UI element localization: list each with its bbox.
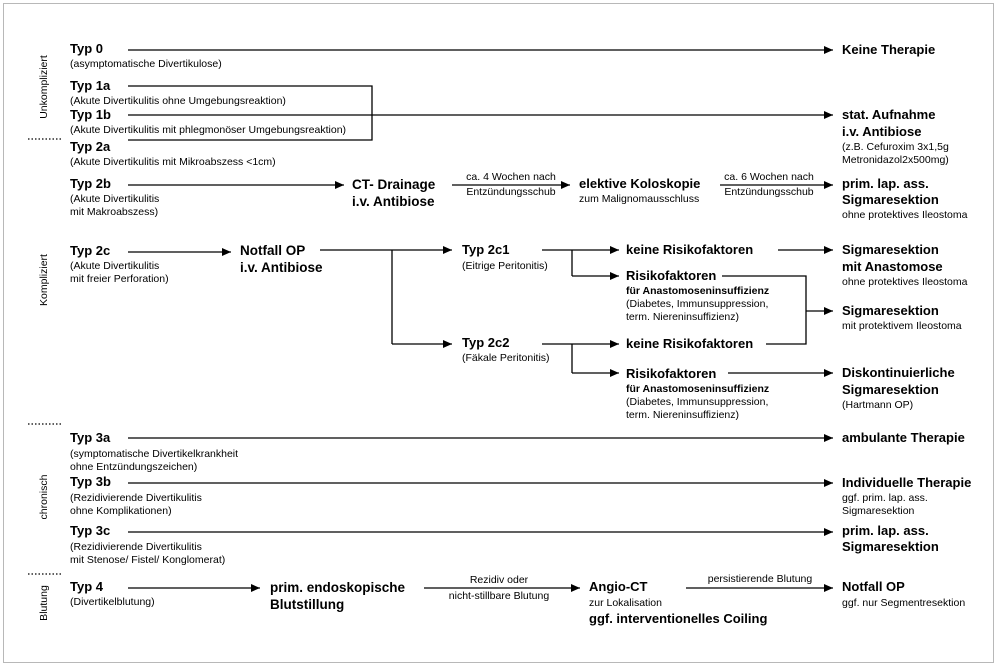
category-blutung: Blutung: [38, 585, 50, 621]
typ2b-desc-line1: (Akute Divertikulitis: [70, 193, 160, 205]
outcome-prim-lap-1-line2: Sigmaresektion: [842, 192, 939, 207]
outcome-individuell-detail2: Sigmaresektion: [842, 505, 915, 517]
typ2b-title: Typ 2b: [70, 176, 111, 191]
diagram-frame: [3, 3, 994, 663]
typ3c-desc-line1: (Rezidivierende Divertikulitis: [70, 541, 202, 553]
typ3a-desc-line1: (symptomatische Divertikelkrankheit: [70, 448, 239, 460]
endoskopische-blutstillung-line2: Blutstillung: [270, 597, 345, 612]
ct-drainage: CT- Drainage: [352, 177, 436, 192]
angio-ct: Angio-CT: [589, 579, 648, 594]
typ0-desc: (asymptomatische Divertikulose): [70, 58, 222, 70]
typ1b-desc: (Akute Divertikulitis mit phlegmonöser U…: [70, 124, 347, 136]
edge-label-6-wochen-line1: ca. 6 Wochen nach: [724, 171, 814, 183]
ct-antibiose: i.v. Antibiose: [352, 194, 435, 209]
angio-ct-sub: zur Lokalisation: [589, 597, 662, 609]
outcome-keine-therapie: Keine Therapie: [842, 42, 936, 57]
typ1a-desc: (Akute Divertikulitis ohne Umgebungsreak…: [70, 95, 286, 107]
outcome-prim-lap-2-line1: prim. lap. ass.: [842, 523, 929, 538]
koloskopie-sub: zum Malignomausschluss: [579, 193, 700, 205]
outcome-stat-aufnahme: stat. Aufnahme: [842, 107, 936, 122]
typ2c-desc-line1: (Akute Divertikulitis: [70, 260, 160, 272]
outcome-antibiose-detail1: (z.B. Cefuroxim 3x1,5g: [842, 141, 949, 153]
typ1b-title: Typ 1b: [70, 107, 111, 122]
typ3a-desc-line2: ohne Entzündungszeichen): [70, 461, 198, 473]
typ2c2-desc: (Fäkale Peritonitis): [462, 352, 550, 364]
typ2a-desc: (Akute Divertikulitis mit Mikroabszess <…: [70, 156, 276, 168]
risikofaktoren-2-detail2: term. Niereninsuffizienz): [626, 409, 740, 421]
outcome-prim-lap-2-line2: Sigmaresektion: [842, 539, 939, 554]
outcome-diskontinuierlich-line1: Diskontinuierliche: [842, 365, 955, 380]
outcome-antibiose-detail2: Metronidazol2x500mg): [842, 154, 949, 166]
category-chronisch: chronisch: [38, 474, 50, 520]
outcome-ambulant: ambulante Therapie: [842, 430, 965, 445]
risikofaktoren-1-detail1: (Diabetes, Immunsuppression,: [626, 298, 769, 310]
edge-label-4-wochen-line1: ca. 4 Wochen nach: [466, 171, 556, 183]
outcome-individuell-detail1: ggf. prim. lap. ass.: [842, 492, 928, 504]
outcome-sigma-ileostoma-detail: mit protektivem Ileostoma: [842, 320, 962, 332]
typ3b-desc-line2: ohne Komplikationen): [70, 505, 172, 517]
keine-risikofaktoren-1: keine Risikofaktoren: [626, 242, 754, 257]
category-unkompliziert: Unkompliziert: [38, 55, 50, 119]
risikofaktoren-2-sub: für Anastomoseninsuffizienz: [626, 383, 770, 395]
outcome-prim-lap-1-line1: prim. lap. ass.: [842, 176, 929, 191]
outcome-sigma-anastomose-line2: mit Anastomose: [842, 259, 943, 274]
risikofaktoren-2: Risikofaktoren: [626, 366, 717, 381]
notfall-op: Notfall OP: [240, 243, 306, 258]
typ2c1-desc: (Eitrige Peritonitis): [462, 260, 548, 272]
typ2c-desc-line2: mit freier Perforation): [70, 273, 169, 285]
edge-label-rezidiv-line2: nicht-stillbare Blutung: [448, 590, 550, 602]
risikofaktoren-2-detail1: (Diabetes, Immunsuppression,: [626, 396, 769, 408]
edge-label-persistierend: persistierende Blutung: [707, 573, 813, 585]
notfall-op-antibiose: i.v. Antibiose: [240, 260, 323, 275]
edge-label-rezidiv-line1: Rezidiv oder: [469, 574, 529, 586]
endoskopische-blutstillung-line1: prim. endoskopische: [270, 580, 406, 595]
risikofaktoren-1: Risikofaktoren: [626, 268, 717, 283]
outcome-individuell: Individuelle Therapie: [842, 475, 972, 490]
outcome-sigma-ileostoma: Sigmaresektion: [842, 303, 939, 318]
angio-ct-coiling: ggf. interventionelles Coiling: [589, 611, 768, 626]
typ2c-title: Typ 2c: [70, 243, 111, 258]
risikofaktoren-1-detail2: term. Niereninsuffizienz): [626, 311, 740, 323]
elektive-koloskopie: elektive Koloskopie: [579, 176, 701, 191]
typ2c1-title: Typ 2c1: [462, 242, 510, 257]
outcome-hartmann: (Hartmann OP): [842, 399, 914, 411]
typ3c-desc-line2: mit Stenose/ Fistel/ Konglomerat): [70, 554, 226, 566]
typ3b-desc-line1: (Rezidivierende Divertikulitis: [70, 492, 202, 504]
risikofaktoren-1-sub: für Anastomoseninsuffizienz: [626, 285, 770, 297]
outcome-prim-lap-1-detail: ohne protektives Ileostoma: [842, 209, 968, 221]
outcome-iv-antibiose: i.v. Antibiose: [842, 124, 922, 139]
outcome-diskontinuierlich-line2: Sigmaresektion: [842, 382, 939, 397]
typ1a-title: Typ 1a: [70, 78, 111, 93]
outcome-segmentresektion: ggf. nur Segmentresektion: [842, 597, 966, 609]
typ4-title: Typ 4: [70, 579, 103, 594]
category-kompliziert: Kompliziert: [38, 254, 50, 306]
typ0-title: Typ 0: [70, 41, 103, 56]
outcome-sigma-anastomose-detail: ohne protektives Ileostoma: [842, 276, 968, 288]
typ4-desc: (Divertikelblutung): [70, 596, 155, 608]
outcome-notfall-op: Notfall OP: [842, 579, 905, 594]
typ2c2-title: Typ 2c2: [462, 335, 510, 350]
typ2b-desc-line2: mit Makroabszess): [70, 206, 159, 218]
typ3a-title: Typ 3a: [70, 430, 111, 445]
edge-label-6-wochen-line2: Entzündungsschub: [724, 186, 814, 198]
typ2a-title: Typ 2a: [70, 139, 111, 154]
typ3b-title: Typ 3b: [70, 474, 111, 489]
keine-risikofaktoren-2: keine Risikofaktoren: [626, 336, 754, 351]
edge-label-4-wochen-line2: Entzündungsschub: [466, 186, 556, 198]
outcome-sigma-anastomose-line1: Sigmaresektion: [842, 242, 939, 257]
typ3c-title: Typ 3c: [70, 523, 111, 538]
